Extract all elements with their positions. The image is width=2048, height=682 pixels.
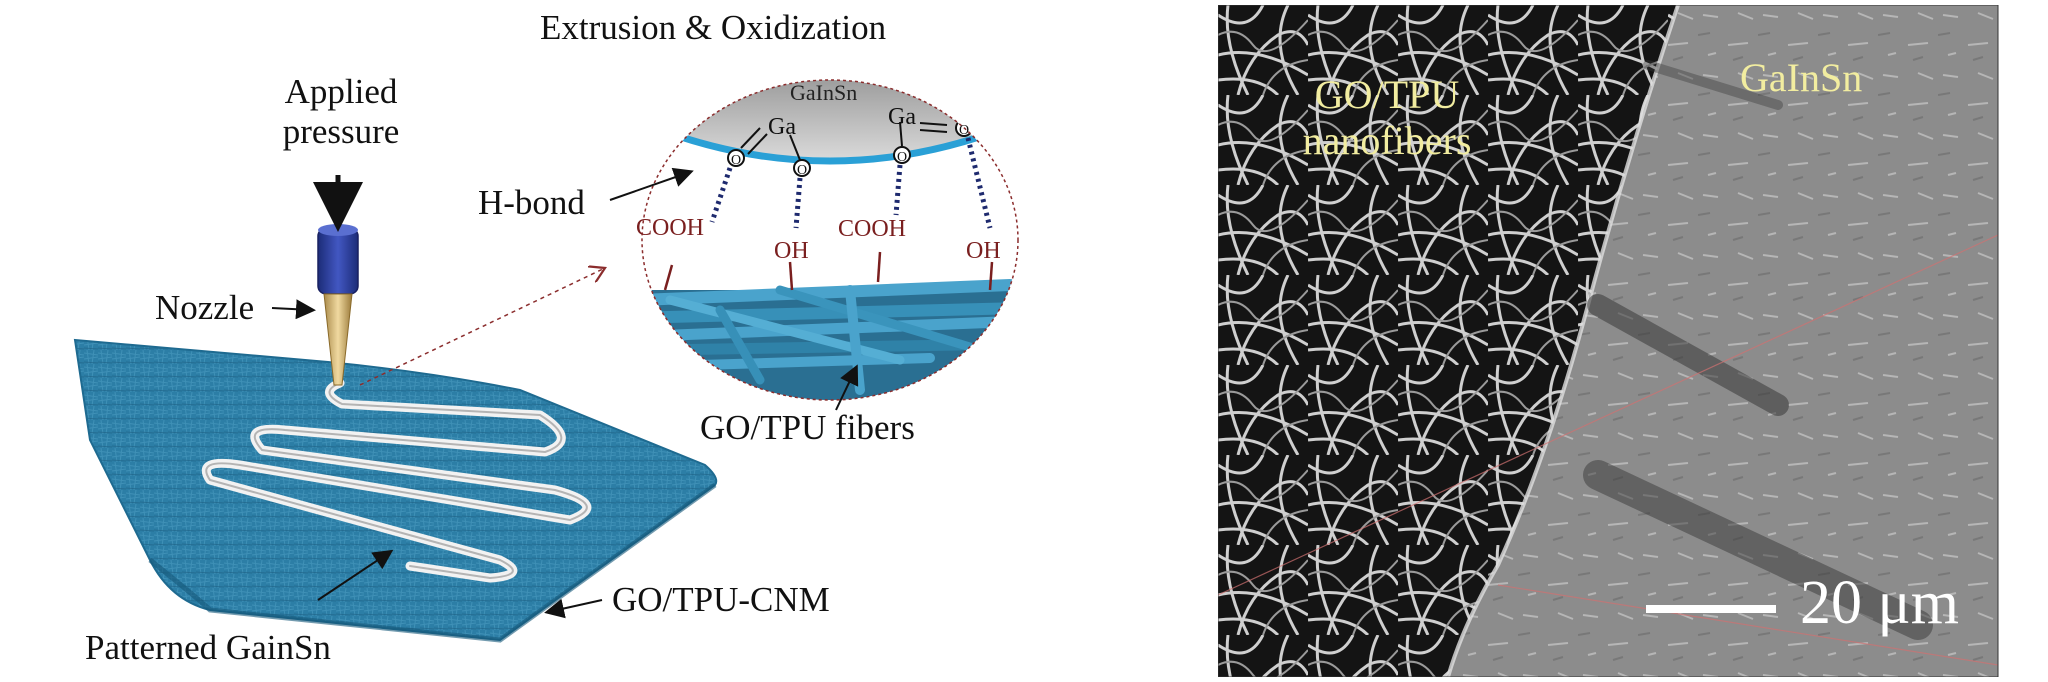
fibers-label: GO/TPU fibers xyxy=(700,408,915,447)
pattern-pointer xyxy=(317,549,394,601)
sem-metal-label: GaInSn xyxy=(1740,55,1863,100)
sem-fiber-line2: nanofibers xyxy=(1302,118,1472,163)
schematic-drawing: GaInSn Ga Ga COOH OH COOH OH O O O O xyxy=(73,79,1019,643)
o1-label: O xyxy=(731,153,741,168)
hbond-lines xyxy=(709,137,993,229)
hbond-pointer xyxy=(609,167,694,201)
nozzle-label: Nozzle xyxy=(155,288,255,327)
sem-fiber-line1: GO/TPU xyxy=(1314,72,1460,117)
applied-pressure-line1: Applied xyxy=(284,72,398,111)
oh-left-label: OH xyxy=(774,238,809,264)
schematic-title: Extrusion & Oxidization xyxy=(540,8,887,47)
pattern-label: Patterned GainSn xyxy=(85,628,331,667)
substrate-label: GO/TPU-CNM xyxy=(612,580,830,619)
fibers-pointer xyxy=(835,364,859,411)
ga-right-label: Ga xyxy=(888,104,916,130)
cooh-left-label: COOH xyxy=(636,215,704,241)
o3-label: O xyxy=(897,150,907,165)
oxide-layer xyxy=(648,122,1012,165)
scale-bar-line xyxy=(1646,605,1776,613)
inset-metal-label: GaInSn xyxy=(790,80,857,105)
cooh-right-label: COOH xyxy=(838,216,906,242)
fiber-region xyxy=(1218,5,1678,677)
substrate-pointer xyxy=(544,598,603,619)
molecular-inset: GaInSn Ga Ga COOH OH COOH OH xyxy=(636,79,1019,401)
zoom-line xyxy=(359,268,605,386)
o2-label: O xyxy=(797,163,807,178)
oh-right-label: OH xyxy=(966,238,1001,264)
sem-fiber-label: GO/TPU nanofibers xyxy=(1292,72,1482,164)
scale-bar-label: 20 μm xyxy=(1800,569,1959,637)
nozzle-pointer xyxy=(271,299,316,320)
o4-label: O xyxy=(959,123,969,138)
fiber-bundle xyxy=(642,279,1018,400)
applied-pressure-label: Applied pressure xyxy=(276,72,406,152)
applied-pressure-line2: pressure xyxy=(282,112,400,151)
hbond-label: H-bond xyxy=(478,183,585,222)
sem-micrograph xyxy=(1218,5,1999,677)
ga-left-label: Ga xyxy=(768,114,796,140)
nozzle xyxy=(317,224,359,386)
